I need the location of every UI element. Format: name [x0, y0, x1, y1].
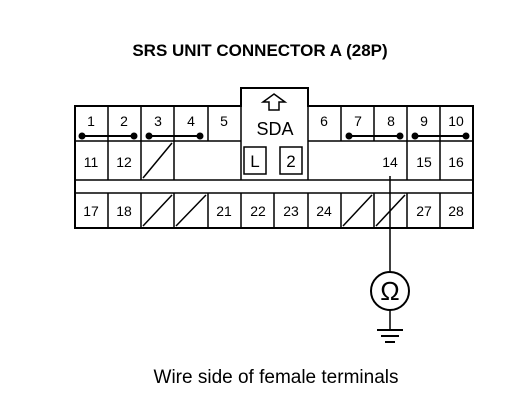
terminal-3: 3	[154, 113, 162, 129]
terminal-16: 16	[448, 154, 464, 170]
terminal-row-2: 11 12 14 15 16	[84, 154, 464, 170]
diagram-caption: Wire side of female terminals	[154, 367, 399, 388]
key-label-l: L	[250, 152, 259, 171]
terminal-24: 24	[316, 203, 332, 219]
terminal-9: 9	[420, 113, 428, 129]
terminal-12: 12	[116, 154, 132, 170]
key-label-2: 2	[286, 152, 295, 171]
ground-icon	[377, 329, 403, 343]
terminal-5: 5	[220, 113, 228, 129]
terminal-11: 11	[84, 154, 99, 170]
terminal-15: 15	[416, 154, 432, 170]
shorting-bars	[78, 132, 470, 140]
ohmmeter-symbol: Ω	[380, 276, 399, 306]
terminal-27: 27	[416, 203, 432, 219]
terminal-28: 28	[448, 203, 464, 219]
terminal-21: 21	[216, 203, 232, 219]
terminal-6: 6	[320, 113, 328, 129]
row3-dividers	[107, 193, 441, 228]
terminal-7: 7	[354, 113, 362, 129]
terminal-18: 18	[116, 203, 132, 219]
terminal-row-3: 17 18 21 22 23 24 27 28	[83, 203, 464, 219]
terminal-row-1: 1 2 3 4 5 6 7 8 9 10	[87, 113, 464, 129]
terminal-17: 17	[83, 203, 99, 219]
terminal-22: 22	[250, 203, 266, 219]
key-box-2	[279, 146, 303, 175]
diagram-title: SRS UNIT CONNECTOR A (28P)	[132, 41, 387, 60]
key-box-l	[243, 146, 267, 175]
empty-cavity-marks	[142, 142, 406, 227]
terminal-10: 10	[448, 113, 464, 129]
terminal-14: 14	[382, 154, 398, 170]
terminal-4: 4	[187, 113, 195, 129]
terminal-8: 8	[387, 113, 395, 129]
lock-arrow-icon	[260, 93, 288, 111]
lock-label: SDA	[256, 119, 293, 139]
terminal-23: 23	[283, 203, 299, 219]
row2-dividers	[107, 141, 441, 180]
terminal-1: 1	[87, 113, 95, 129]
terminal-2: 2	[120, 113, 128, 129]
